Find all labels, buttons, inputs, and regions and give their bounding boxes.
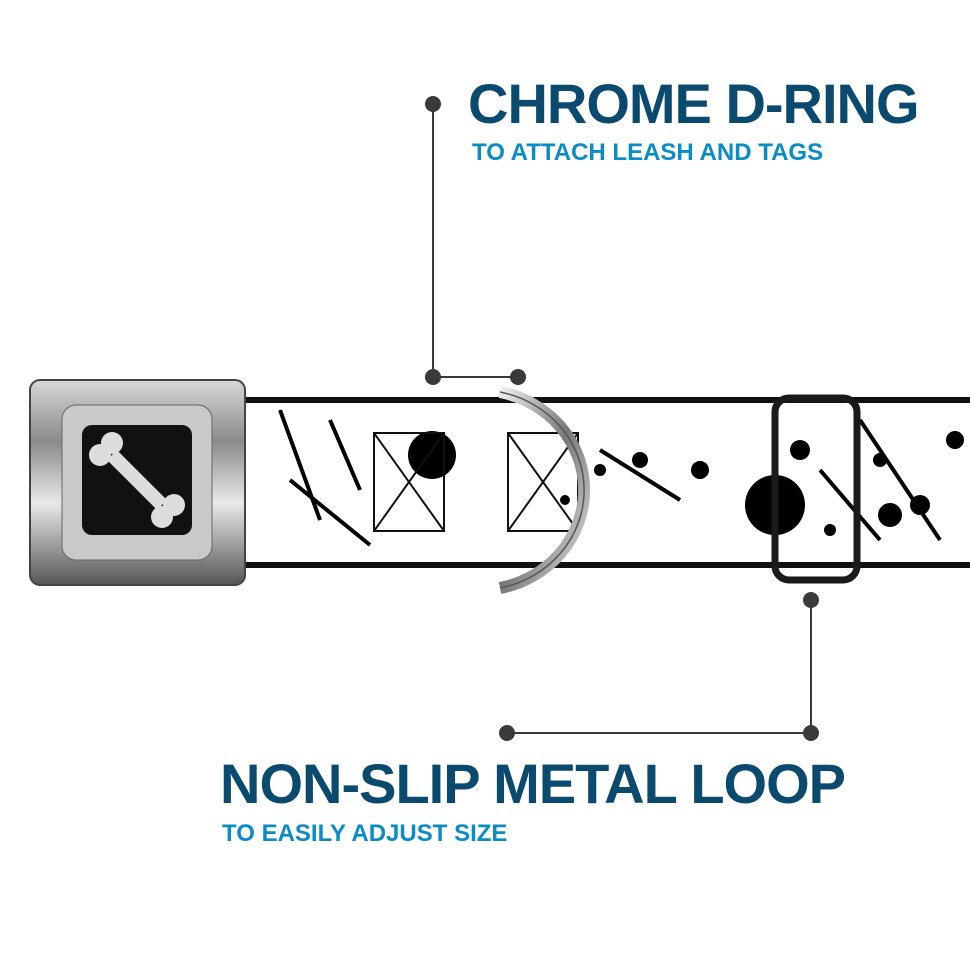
- callout-title-d-ring: CHROME D-RING: [468, 72, 920, 135]
- callout-title-loop: NON-SLIP METAL LOOP: [220, 752, 846, 815]
- collar-strap: [237, 397, 970, 568]
- callout-subtitle-loop: TO EASILY ADJUST SIZE: [222, 820, 508, 847]
- leader-line-d-ring: [425, 96, 526, 385]
- callout-subtitle-d-ring: TO ATTACH LEASH AND TAGS: [472, 139, 824, 166]
- bone-icon: [89, 432, 185, 528]
- splatter-streaks: [278, 409, 942, 547]
- box-doodles: [373, 432, 579, 532]
- metal-loop: [771, 394, 861, 584]
- seatbelt-buckle: [29, 379, 246, 586]
- leader-line-loop: [499, 592, 819, 741]
